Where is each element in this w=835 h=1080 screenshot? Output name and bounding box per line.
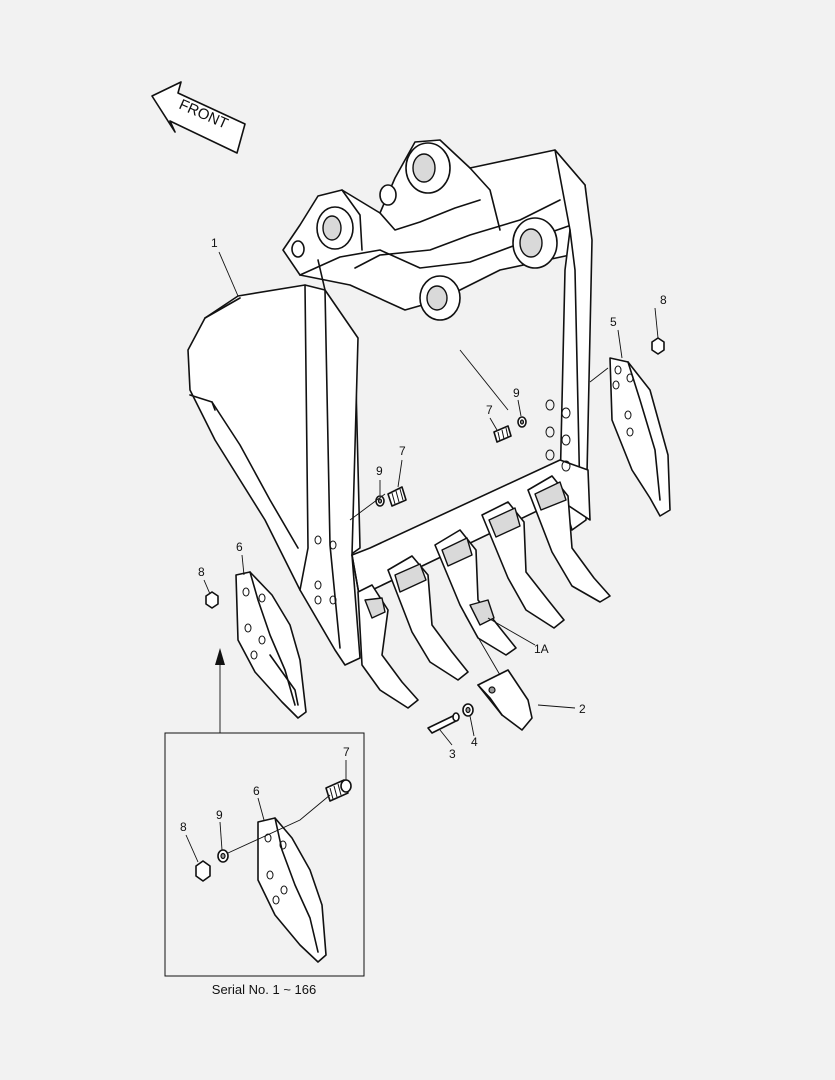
callout-labels: 1 5 8 9 7 9 7 6 8 1A 2 3 4 7 6 9 8 (180, 236, 667, 834)
left-side-holes (314, 535, 337, 605)
callout-washer-left: 9 (376, 464, 383, 478)
inset-washer (217, 849, 229, 863)
side-cutter-left (235, 571, 307, 719)
inset-detail: Serial No. 1 ~ 166 (164, 732, 365, 997)
front-arrow: FRONT (151, 81, 246, 154)
leader-lines (185, 251, 659, 863)
callout-washer-center: 9 (513, 386, 520, 400)
pin-boss-link-left (419, 275, 461, 321)
callout-bolt-left: 7 (399, 444, 406, 458)
inset-side-cutter (257, 817, 327, 963)
callout-side-cutter-right: 5 (610, 315, 617, 329)
tooth-pin (427, 712, 460, 734)
inset-nut (195, 860, 211, 882)
side-cutter-right (609, 357, 671, 517)
tooth-1 (357, 584, 419, 709)
callout-tooth-point: 2 (579, 702, 586, 716)
pin-boss-link-right (512, 217, 558, 269)
callout-inset-nut: 8 (180, 820, 187, 834)
right-side-holes (545, 399, 571, 472)
callout-inset-bolt: 7 (343, 745, 350, 759)
pin-boss-right (379, 142, 451, 206)
callout-nut-right: 8 (660, 293, 667, 307)
nut-left (205, 591, 219, 609)
bolt-center (493, 425, 512, 443)
washer-center (517, 416, 527, 428)
inset-frame (164, 732, 365, 977)
callout-side-cutter-left: 6 (236, 540, 243, 554)
inset-caption: Serial No. 1 ~ 166 (212, 982, 316, 997)
bolt-left (387, 486, 407, 507)
callout-tooth-adapter: 1A (534, 642, 549, 656)
callout-bucket: 1 (211, 236, 218, 250)
tooth-4 (481, 501, 565, 629)
tooth-3 (434, 529, 517, 656)
lock-washer (462, 703, 474, 717)
tooth-point (477, 669, 533, 731)
pin-boss-left (316, 206, 354, 250)
callout-inset-side-cutter: 6 (253, 784, 260, 798)
callout-nut-left: 8 (198, 565, 205, 579)
inset-pointer-arrow (215, 648, 225, 733)
callout-bolt-center: 7 (486, 403, 493, 417)
callout-inset-washer: 9 (216, 808, 223, 822)
callout-lock-washer: 4 (471, 735, 478, 749)
tooth-assembly (357, 475, 611, 709)
nut-right (651, 337, 665, 355)
tooth-5 (527, 475, 611, 603)
callout-pin: 3 (449, 747, 456, 761)
tooth-2 (387, 555, 469, 681)
inset-bolt (325, 779, 352, 802)
bucket-body (187, 139, 593, 666)
